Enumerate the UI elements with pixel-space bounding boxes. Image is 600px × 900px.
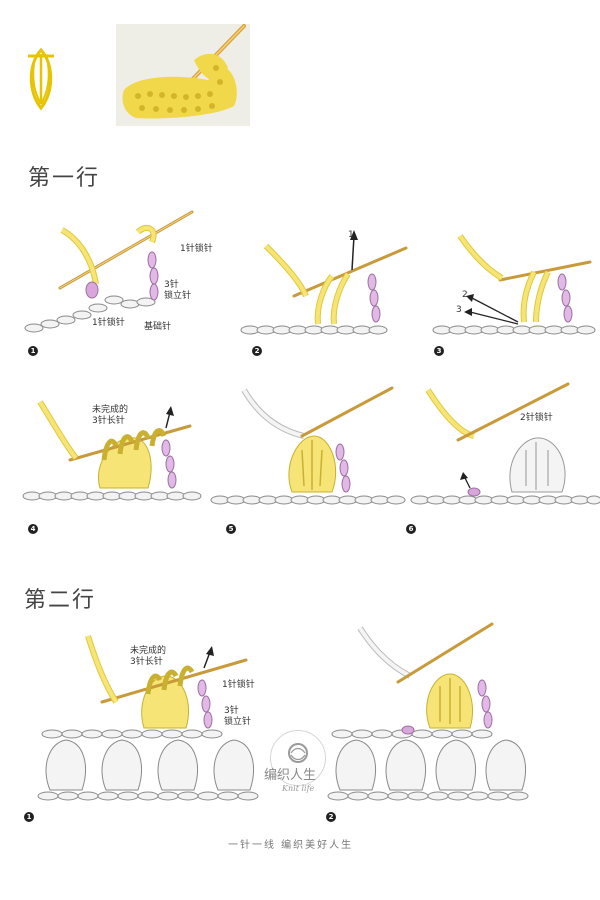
row1-step6-illustration (410, 382, 600, 505)
r1s3-arrow3-label: 3 (456, 305, 462, 315)
r1s4-unfinished-label-a: 未完成的 (92, 405, 129, 415)
r2s1-unfinished-label-a: 未完成的 (130, 646, 167, 656)
watermark-sub: Knit life (282, 784, 315, 793)
watermark-brand: 编织人生 (264, 768, 317, 783)
row1-step3-illustration (432, 234, 596, 335)
r1s1-base-label: 基础针 (144, 322, 172, 332)
r1s5-step-number: 5 (226, 524, 236, 534)
footer-slogan: 一针一线 编织美好人生 (228, 840, 354, 851)
puff-stitch-symbol (28, 47, 54, 111)
r2s1-chain3-label-a: 3针 (224, 706, 239, 716)
r2s1-chain3-label-b: 锁立针 (224, 717, 252, 727)
r2s2-step-number: 2 (326, 812, 336, 822)
row1-step5-illustration (210, 386, 406, 505)
r1s1-chain1b-label: 1针锁针 (92, 318, 125, 328)
row1-step1-illustration (24, 210, 194, 333)
row2-step1-illustration (37, 635, 259, 801)
row2-title: 第二行 (24, 588, 97, 613)
sample-photo (116, 24, 250, 126)
r1s6-step-number: 6 (406, 524, 416, 534)
r1s1-chain3-label-b: 锁立针 (164, 291, 192, 301)
r2s1-unfinished-label-b: 3针长针 (130, 657, 163, 667)
watermark-logo (270, 730, 326, 786)
yarn-ball-icon (288, 743, 308, 763)
r2s1-step-number: 1 (24, 812, 34, 822)
r2s1-chain1-label: 1针锁针 (222, 680, 255, 690)
row1-step2-illustration (240, 230, 408, 335)
r1s1-chain1-label: 1针锁针 (180, 244, 213, 254)
r1s1-step-number: 1 (28, 346, 38, 356)
r1s2-arrow-label: 1 (348, 230, 354, 240)
r1s4-unfinished-label-b: 3针长针 (92, 416, 125, 426)
r1s1-chain3-label-a: 3针 (164, 280, 179, 290)
r1s6-chain2-label: 2针锁针 (520, 413, 553, 423)
r1s4-step-number: 4 (28, 524, 38, 534)
row1-step4-illustration (22, 400, 202, 501)
r1s2-step-number: 2 (252, 346, 262, 356)
r1s3-step-number: 3 (434, 346, 444, 356)
row2-step2-illustration (327, 622, 529, 801)
row1-title: 第一行 (28, 166, 101, 191)
r1s3-arrow2-label: 2 (462, 290, 468, 300)
